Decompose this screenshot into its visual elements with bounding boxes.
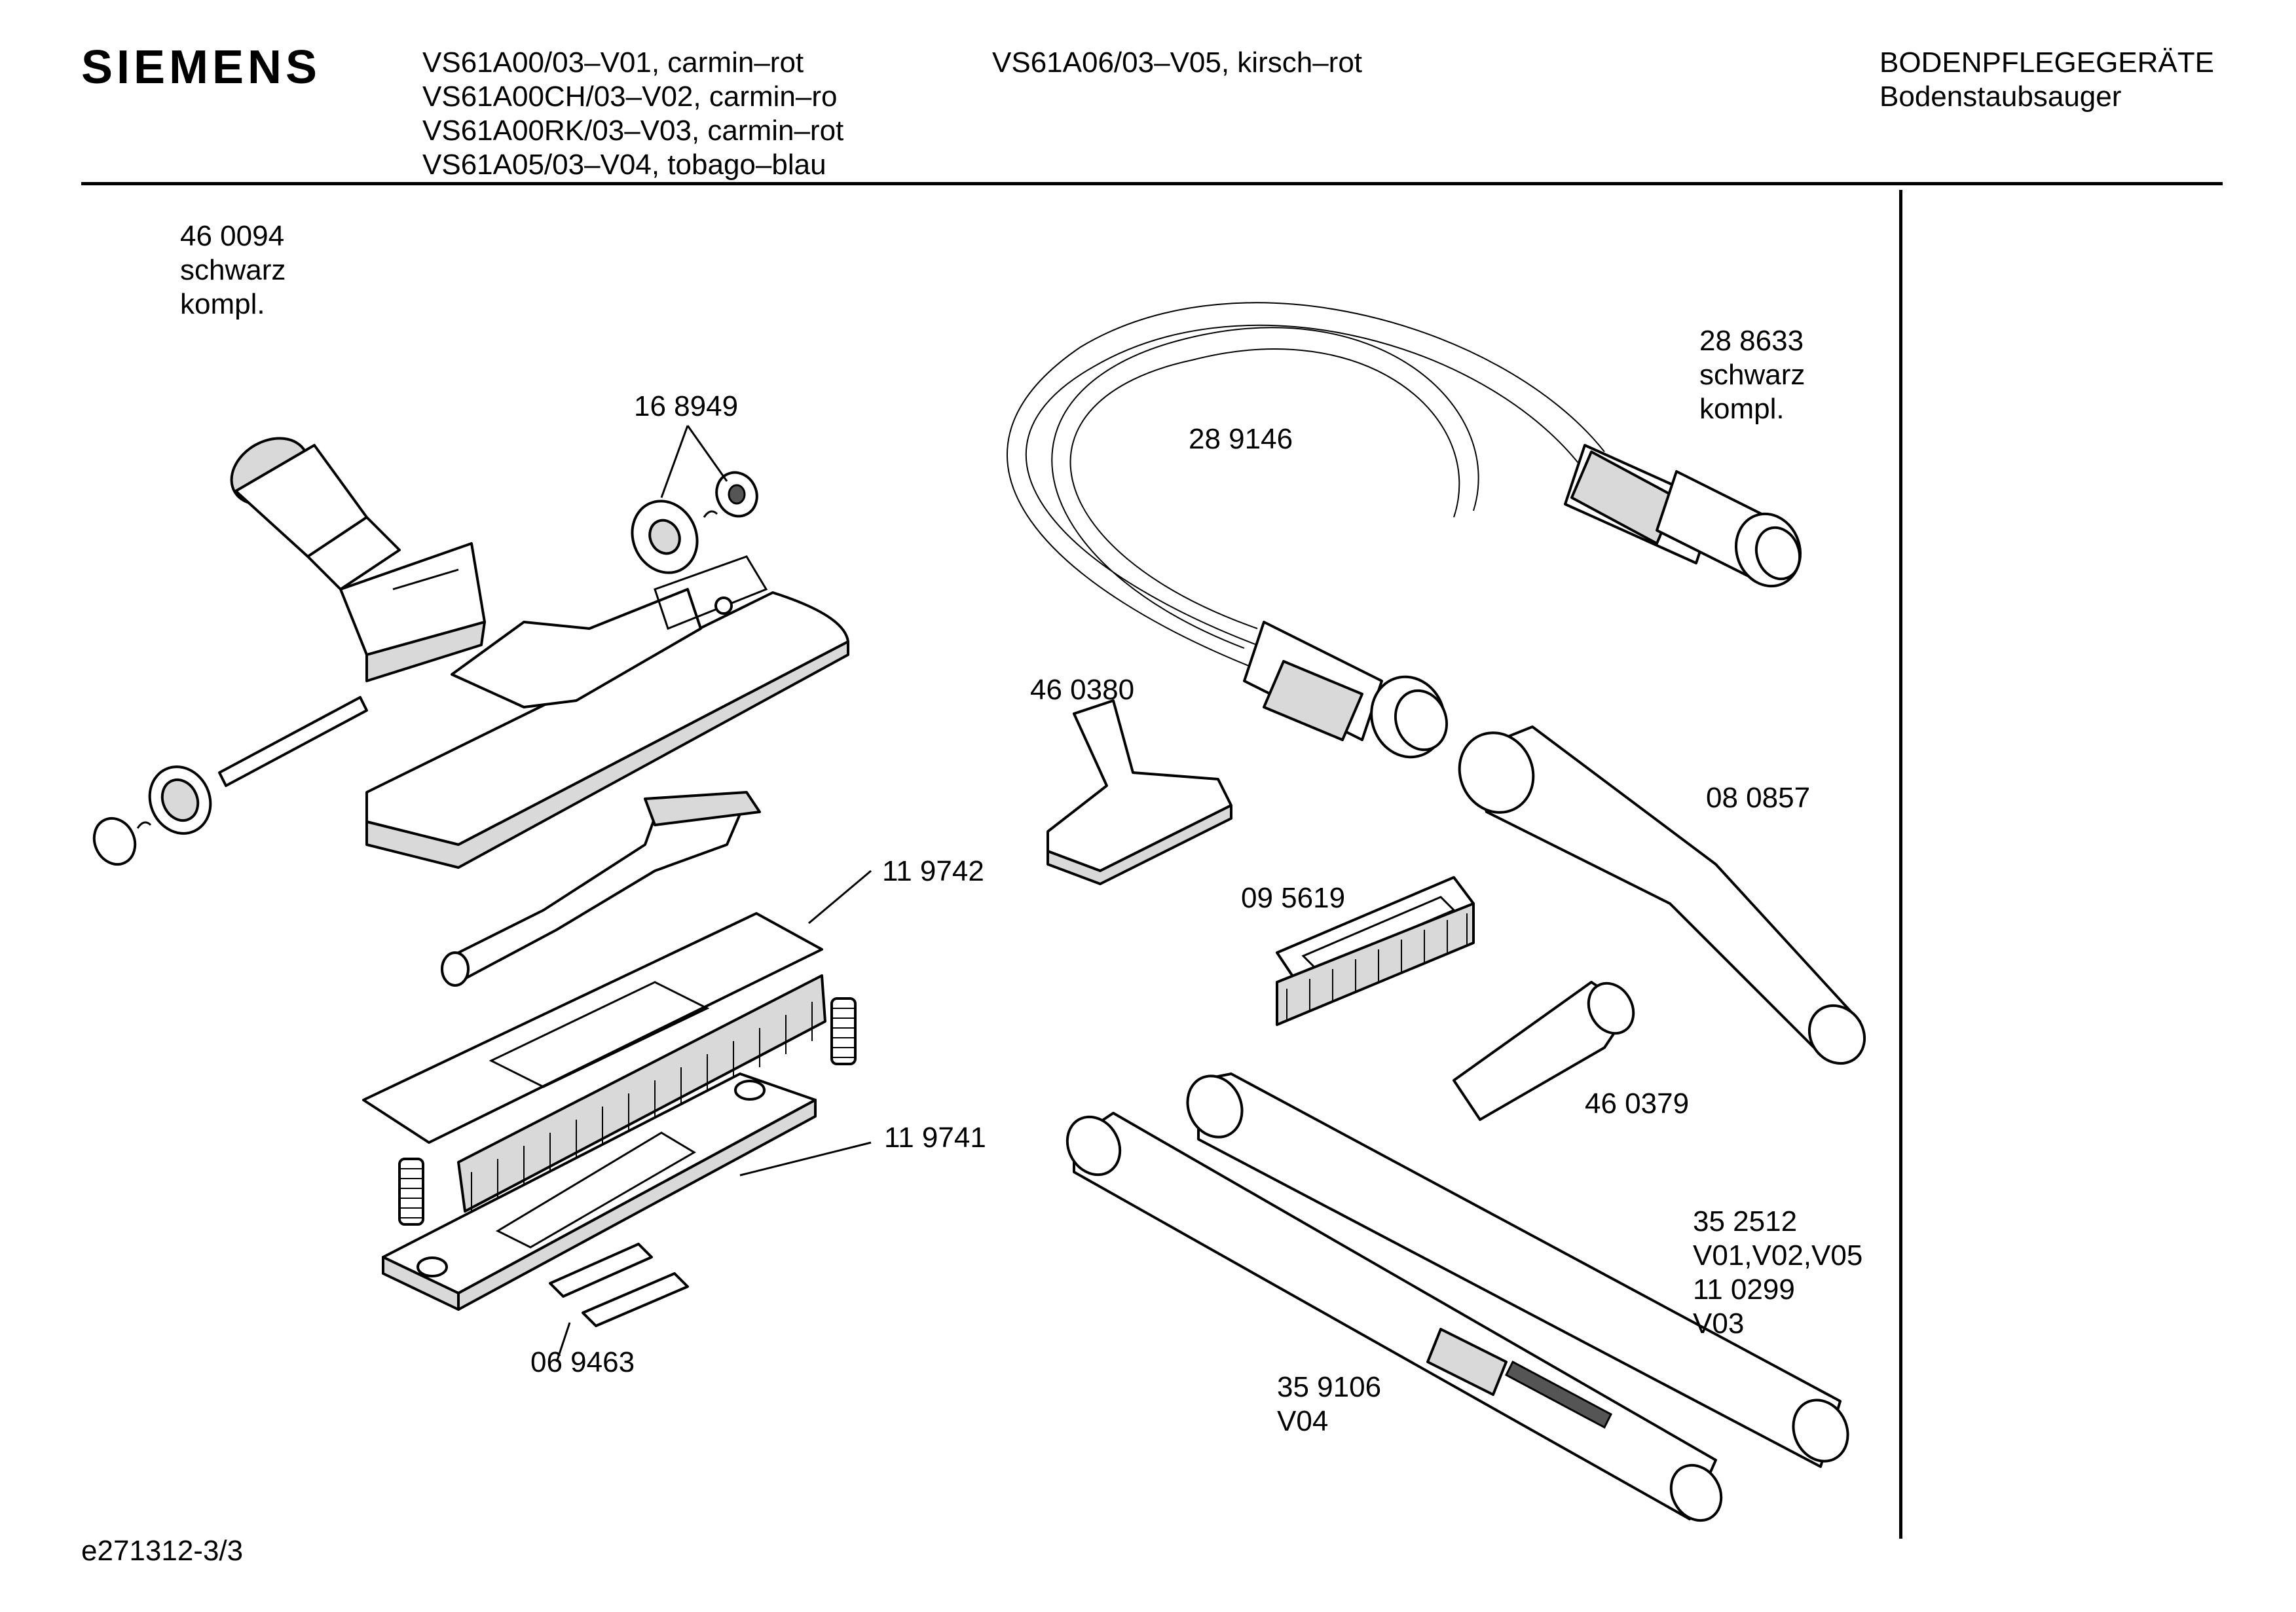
category-subtitle: Bodenstaubsauger [1879, 81, 2122, 113]
part-label-119742: 11 9742 [882, 855, 984, 887]
telescopic-tube-drawing [1065, 1112, 1723, 1522]
part-label-352512: 35 2512 V01,V02,V05 11 0299 V03 [1693, 1205, 1862, 1341]
part-color: schwarz [1699, 359, 1805, 391]
crevice-nozzle-drawing [1453, 981, 1635, 1121]
nozzle-housing-drawing [365, 555, 849, 869]
part-label-460379: 46 0379 [1585, 1088, 1690, 1120]
part-label-069463: 06 9463 [530, 1346, 635, 1378]
straight-tube-drawing [1186, 1072, 1849, 1468]
part-label-288633: 28 8633 schwarz kompl. [1699, 324, 1805, 426]
part-note: kompl. [1699, 393, 1785, 425]
hose-handle-upper-drawing [1570, 450, 1802, 588]
wheel-set-drawing [631, 471, 758, 574]
part-label-289146: 28 9146 [1189, 423, 1293, 455]
part-variants: V01,V02,V05 [1693, 1239, 1863, 1272]
header-divider [81, 182, 2223, 185]
brush-bristles-drawing [471, 1002, 813, 1211]
spring-drawing [398, 997, 857, 1226]
right-margin-divider [1899, 190, 1902, 1539]
model-line: VS61A00/03–V01, carmin–rot [422, 46, 804, 79]
siemens-logo: SIEMENS [81, 41, 322, 94]
part-label-168949: 16 8949 [634, 390, 739, 422]
part-note: kompl. [180, 288, 265, 320]
brush-bristle-marks-drawing [1286, 913, 1468, 1021]
model-list-secondary: VS61A06/03–V05, kirsch–rot [992, 46, 1362, 80]
document-id: e271312-3/3 [81, 1535, 244, 1567]
dusting-brush-drawing [1276, 876, 1475, 1026]
leader-line-168949 [686, 425, 728, 482]
part-number: 35 9106 [1277, 1371, 1382, 1403]
part-variants: V04 [1277, 1405, 1329, 1437]
brush-frame-drawing [362, 912, 826, 1213]
part-label-460094: 46 0094 schwarz kompl. [180, 219, 286, 321]
base-plate-drawing [382, 1072, 817, 1311]
strip-pads-drawing [549, 1243, 689, 1327]
leader-line-119741 [739, 1141, 872, 1177]
part-number: 35 2512 [1693, 1205, 1798, 1237]
part-label-095619: 09 5619 [1241, 882, 1346, 914]
upholstery-nozzle-drawing [1046, 699, 1232, 885]
part-number: 46 0094 [180, 220, 285, 252]
model-line: VS61A06/03–V05, kirsch–rot [992, 46, 1363, 79]
part-label-080857: 08 0857 [1706, 782, 1811, 814]
product-category: BODENPFLEGEGERÄTE Bodenstaubsauger [1879, 46, 2214, 114]
model-line: VS61A00RK/03–V03, carmin–rot [422, 115, 844, 147]
part-label-359106: 35 9106 V04 [1277, 1370, 1381, 1438]
model-line: VS61A00CH/03–V02, carmin–ro [422, 81, 838, 113]
leader-line-168949 [660, 425, 689, 498]
model-list-primary: VS61A00/03–V01, carmin–rot VS61A00CH/03–… [422, 46, 843, 182]
bent-tube-drawing [1458, 725, 1866, 1065]
leader-line-069463 [555, 1322, 571, 1363]
category-title: BODENPFLEGEGERÄTE [1879, 46, 2215, 79]
nozzle-joint-drawing [230, 437, 486, 682]
model-line: VS61A05/03–V04, tobago–blau [422, 149, 826, 181]
leader-line-119742 [808, 870, 872, 925]
part-number: 11 0299 [1693, 1273, 1795, 1306]
hose-coupling-lower-drawing [1263, 660, 1449, 759]
leader-lines [555, 425, 872, 1363]
part-number: 28 8633 [1699, 325, 1804, 357]
part-label-460380: 46 0380 [1030, 674, 1135, 706]
part-variants: V03 [1693, 1308, 1745, 1340]
part-label-119741: 11 9741 [884, 1122, 986, 1154]
lever-drawing [441, 791, 761, 987]
axle-wheels-drawing [92, 696, 368, 866]
part-color: schwarz [180, 254, 286, 286]
